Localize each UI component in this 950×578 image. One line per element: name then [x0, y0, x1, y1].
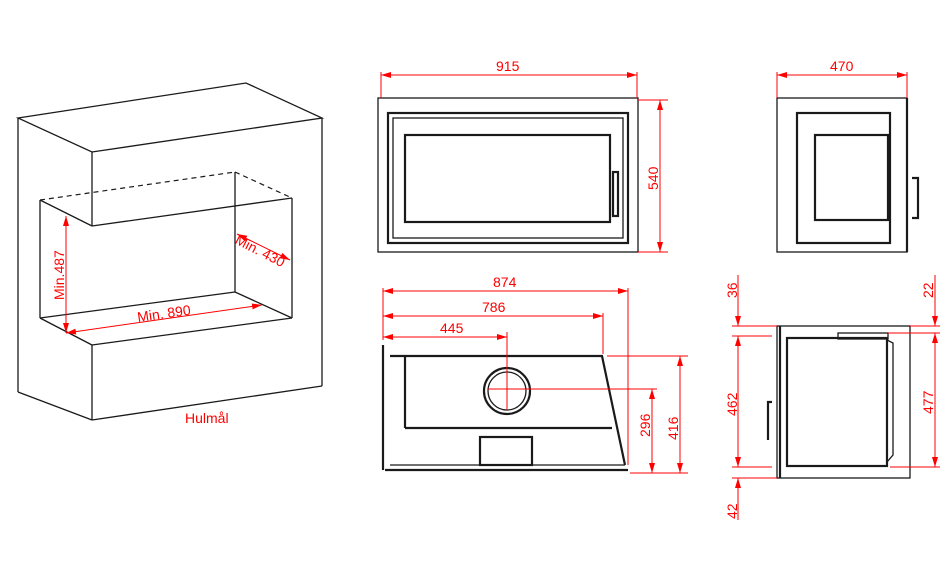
- flue-center-label: 445: [440, 320, 464, 336]
- top-offset-label: 36: [724, 282, 740, 298]
- niche-caption: Hulmål: [185, 410, 229, 426]
- depth-body-label: 786: [482, 299, 506, 315]
- min-depth-label: Min. 430: [233, 231, 288, 270]
- front-height-label: 540: [645, 166, 661, 190]
- right-height-label: 477: [920, 390, 936, 414]
- top-view: 874 786 445 296 416: [381, 274, 688, 474]
- side-view: 36 462 42 22 477: [724, 275, 940, 520]
- min-height-label: Min.487: [51, 250, 67, 300]
- front-view: 915 540: [377, 58, 668, 253]
- flue-height-label: 296: [637, 413, 653, 437]
- right-top-offset-label: 22: [920, 282, 936, 298]
- min-width-label: Min. 890: [136, 302, 192, 325]
- side-width-label: 470: [830, 58, 854, 74]
- niche-isometric: Min.487 Min. 890 Min. 430 Hulmål: [15, 82, 325, 426]
- height-label: 416: [665, 416, 681, 440]
- bottom-offset-label: 42: [724, 503, 740, 519]
- side-front-view: 470: [776, 58, 920, 253]
- front-width-label: 915: [496, 58, 520, 74]
- depth-total-label: 874: [493, 274, 517, 290]
- inner-height-label: 462: [724, 392, 740, 416]
